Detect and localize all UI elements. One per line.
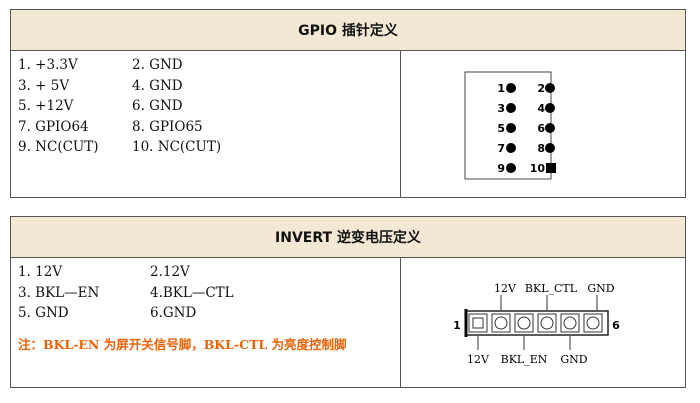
- gpio-pin-list: 1. +3.3V 2. GND 3. + 5V 4. GND 5. +12V 6. G…: [11, 51, 401, 197]
- gpio-pin-square: [546, 163, 556, 173]
- invert-row: 5. GND 6.GND: [18, 303, 400, 324]
- gpio-pin-def: 3. + 5V: [18, 77, 70, 94]
- gpio-pin-number: 1: [497, 82, 505, 95]
- gpio-pin-def: 4. GND: [132, 77, 183, 94]
- connector-pin-circle: [540, 316, 554, 330]
- gpio-pin-def: 1. +3.3V: [18, 57, 78, 73]
- gpio-row: 5. +12V 6. GND: [18, 96, 400, 117]
- invert-pin-def: 2.12V: [150, 264, 190, 280]
- invert-pin-def: 6.GND: [150, 305, 197, 321]
- gpio-table: GPIO 插针定义 1. +3.3V 2. GND 3. + 5V 4. GND 5…: [10, 9, 686, 198]
- gpio-pin-def: 5. +12V: [18, 98, 74, 114]
- invert-pin-def: 1. 12V: [18, 264, 63, 280]
- connector-top-label: BKL_CTL: [525, 282, 578, 295]
- gpio-diagram-cell: 1 3 5 7 9 2 4 6 8 10: [401, 51, 685, 197]
- connector-top-label: 12V: [494, 282, 517, 295]
- gpio-pin-dot: [545, 123, 555, 133]
- gpio-row: 3. + 5V 4. GND: [18, 76, 400, 97]
- invert-note: 注：BKL-EN 为屏开关信号脚，BKL-CTL 为亮度控制脚: [18, 337, 347, 352]
- gpio-pin-dot: [506, 143, 516, 153]
- gpio-row: 9. NC(CUT) 10. NC(CUT): [18, 137, 400, 158]
- connector-bottom-label: BKL_EN: [501, 353, 548, 366]
- invert-pin-def: 3. BKL—EN: [18, 284, 100, 301]
- gpio-pin-dot: [506, 103, 516, 113]
- invert-connector-diagram: 12V BKL_CTL GND 1 6: [453, 282, 620, 366]
- gpio-pin-dot: [545, 143, 555, 153]
- invert-table-title: INVERT 逆变电压定义: [11, 217, 685, 258]
- connector-pin-circle: [517, 316, 531, 330]
- invert-row: 3. BKL—EN 4.BKL—CTL: [18, 283, 400, 304]
- gpio-pin-number: 2: [537, 82, 545, 95]
- invert-row: 1. 12V 2.12V: [18, 262, 400, 283]
- connector-top-label: GND: [587, 282, 614, 295]
- gpio-pin-number: 9: [497, 162, 505, 175]
- gpio-pin-def: 10. NC(CUT): [132, 139, 222, 155]
- gpio-pin-def: 7. GPIO64: [18, 118, 89, 135]
- gpio-pin-dot: [545, 103, 555, 113]
- connector-pin-circle: [586, 316, 600, 330]
- gpio-pin-dot: [506, 123, 516, 133]
- gpio-pin-def: 6. GND: [132, 98, 183, 114]
- gpio-pin-def: 8. GPIO65: [132, 118, 203, 135]
- gpio-pin-dot: [545, 83, 555, 93]
- gpio-pin-number: 4: [537, 102, 545, 115]
- invert-diagram-cell: 12V BKL_CTL GND 1 6: [401, 258, 685, 387]
- gpio-pin-def: 9. NC(CUT): [18, 139, 99, 155]
- gpio-pin-number: 3: [497, 102, 505, 115]
- connector-pin-circle: [563, 316, 577, 330]
- gpio-pin-number: 7: [497, 142, 505, 155]
- invert-pin-list: 1. 12V 2.12V 3. BKL—EN 4.BKL—CTL 5. GND 6.G…: [11, 258, 401, 387]
- connector-pin-number: 6: [612, 319, 620, 332]
- gpio-header-diagram: 1 3 5 7 9 2 4 6 8 10: [464, 71, 556, 180]
- invert-table: INVERT 逆变电压定义 1. 12V 2.12V 3. BKL—EN 4.BKL…: [10, 216, 686, 388]
- invert-pin-def: 5. GND: [18, 305, 69, 321]
- connector-pin-square: [472, 317, 484, 329]
- gpio-pin-number: 8: [537, 142, 545, 155]
- gpio-pin-def: 2. GND: [132, 57, 183, 73]
- gpio-pin-number: 10: [530, 162, 546, 175]
- connector-bottom-label: 12V: [467, 353, 490, 366]
- gpio-pin-dot: [506, 83, 516, 93]
- connector-pin-number: 1: [453, 319, 461, 332]
- gpio-pin-number: 5: [497, 122, 505, 135]
- gpio-row: 1. +3.3V 2. GND: [18, 55, 400, 76]
- gpio-row: 7. GPIO64 8. GPIO65: [18, 117, 400, 138]
- invert-pin-def: 4.BKL—CTL: [150, 284, 234, 301]
- gpio-pin-dot: [506, 163, 516, 173]
- connector-bottom-label: GND: [560, 353, 587, 366]
- gpio-pin-number: 6: [537, 122, 545, 135]
- connector-pin-circle: [494, 316, 508, 330]
- gpio-table-title: GPIO 插针定义: [11, 10, 685, 51]
